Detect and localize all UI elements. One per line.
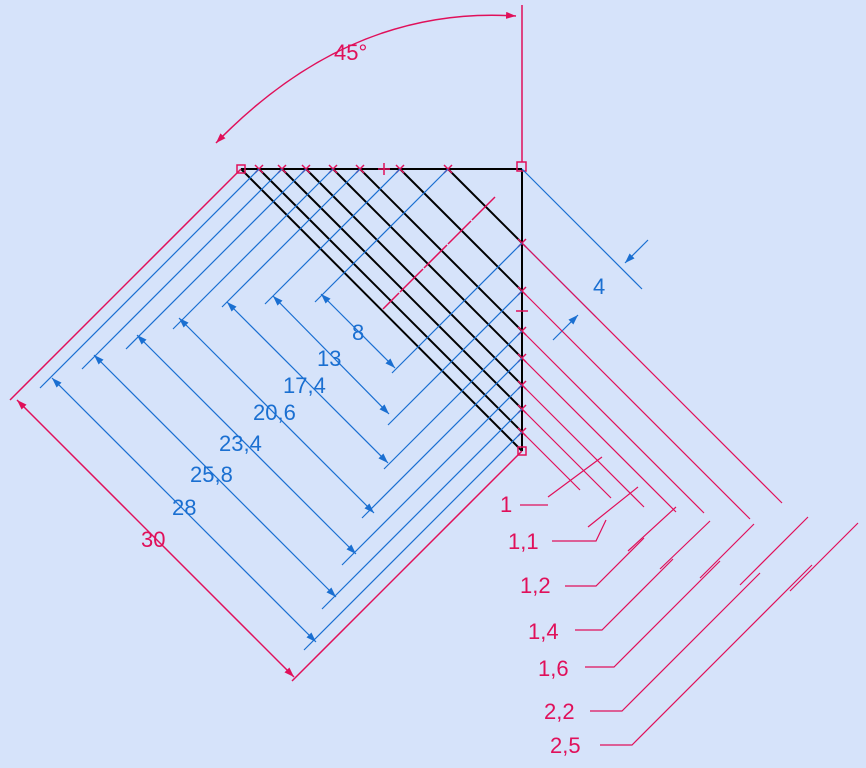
blue-extension-lines bbox=[39, 168, 523, 651]
label-25-8: 25,8 bbox=[190, 462, 233, 487]
spacing-label-1-6: 1,6 bbox=[538, 656, 569, 681]
corner-square-top-left bbox=[236, 164, 246, 174]
label-offset-4: 4 bbox=[593, 274, 605, 299]
overall-extension-bottom bbox=[291, 450, 523, 682]
spacing-dimensions bbox=[520, 242, 859, 746]
label-20-6: 20,6 bbox=[253, 400, 296, 425]
label-8: 8 bbox=[352, 320, 364, 345]
spacing-label-1-1: 1,1 bbox=[508, 529, 539, 554]
overall-length-label: 30 bbox=[141, 527, 165, 552]
diagonal-ticks bbox=[382, 196, 496, 310]
corner-square-bottom bbox=[517, 446, 527, 456]
spacing-extension-lines bbox=[521, 242, 783, 520]
label-13: 13 bbox=[317, 346, 341, 371]
offset-dimension-line bbox=[624, 239, 649, 264]
overall-extension-top bbox=[9, 168, 242, 401]
blue-labels: 28 25,8 23,4 20,6 17,4 13 8 4 bbox=[172, 274, 605, 520]
label-23-4: 23,4 bbox=[219, 431, 262, 456]
offset-dimension-line-2 bbox=[552, 314, 579, 341]
label-17-4: 17,4 bbox=[283, 373, 326, 398]
spacing-labels: 1 1,1 1,2 1,4 1,6 2,2 2,5 bbox=[500, 492, 581, 758]
spacing-dimension-lines bbox=[547, 456, 859, 592]
spacing-label-2-5: 2,5 bbox=[550, 733, 581, 758]
spacing-label-2-2: 2,2 bbox=[544, 699, 575, 724]
blue-dimensions bbox=[39, 168, 649, 651]
label-28: 28 bbox=[172, 495, 196, 520]
angle-arc bbox=[215, 11, 517, 144]
offset-extension-lines bbox=[521, 168, 643, 318]
angle-label: 45° bbox=[334, 40, 367, 65]
angle-dimension bbox=[215, 5, 523, 162]
spacing-leaders bbox=[520, 504, 813, 746]
spacing-label-1-2: 1,2 bbox=[520, 573, 551, 598]
spacing-label-1: 1 bbox=[500, 492, 512, 517]
spacing-label-1-4: 1,4 bbox=[528, 619, 559, 644]
dimension-line-8 bbox=[320, 293, 396, 369]
